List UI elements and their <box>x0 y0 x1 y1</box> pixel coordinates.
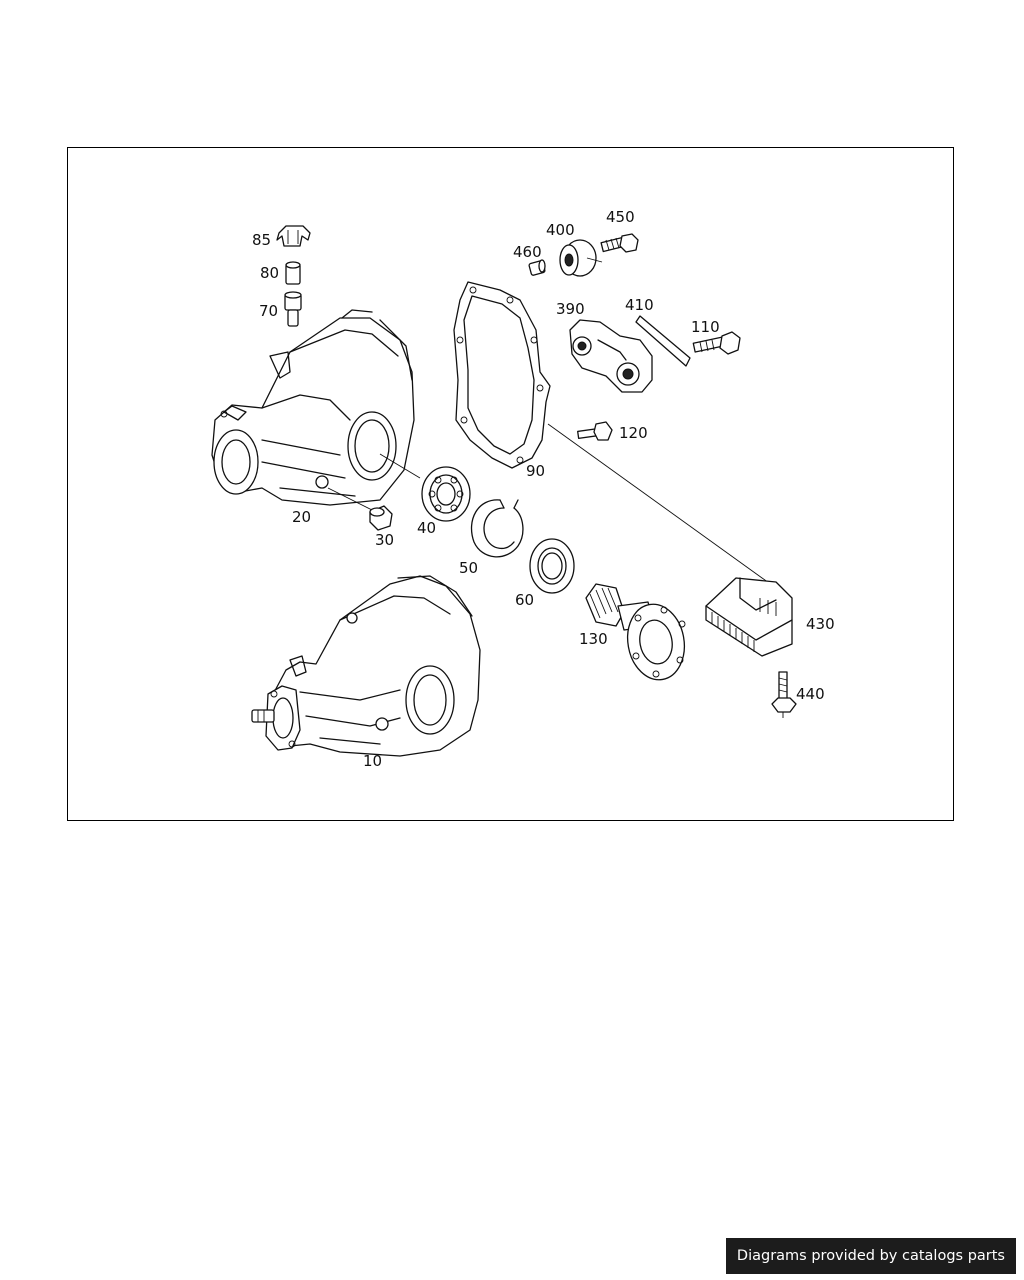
part-430-damper[interactable] <box>705 577 793 657</box>
part-60-shaft-seal[interactable] <box>529 538 575 594</box>
diagram-frame <box>67 147 954 821</box>
part-10-axle-assembly[interactable] <box>251 575 481 757</box>
part-110-bolt[interactable] <box>692 331 741 355</box>
label-80: 80 <box>260 264 279 282</box>
label-460: 460 <box>513 243 542 261</box>
part-120-bolt[interactable] <box>577 421 613 441</box>
footer-credit: Diagrams provided by catalogs parts <box>725 1238 1016 1274</box>
label-60: 60 <box>515 591 534 609</box>
label-50: 50 <box>459 559 478 577</box>
label-400: 400 <box>546 221 575 239</box>
part-410-strip[interactable] <box>635 315 691 367</box>
part-90-cover[interactable] <box>453 281 551 469</box>
part-400-bush[interactable] <box>559 239 597 277</box>
label-430: 430 <box>806 615 835 633</box>
part-30-plug[interactable] <box>369 505 393 531</box>
label-10: 10 <box>363 752 382 770</box>
label-110: 110 <box>691 318 720 336</box>
part-440-screw[interactable] <box>771 671 797 718</box>
label-130: 130 <box>579 630 608 648</box>
label-390: 390 <box>556 300 585 318</box>
part-50-snap-ring[interactable] <box>470 499 524 558</box>
label-90: 90 <box>526 462 545 480</box>
label-30: 30 <box>375 531 394 549</box>
label-120: 120 <box>619 424 648 442</box>
part-130-flange[interactable] <box>585 583 690 684</box>
part-460-sleeve[interactable] <box>528 259 546 276</box>
label-20: 20 <box>292 508 311 526</box>
label-410: 410 <box>625 296 654 314</box>
part-85-clip[interactable] <box>276 225 311 247</box>
label-70: 70 <box>259 302 278 320</box>
label-40: 40 <box>417 519 436 537</box>
label-450: 450 <box>606 208 635 226</box>
part-40-bearing[interactable] <box>421 466 471 522</box>
part-70-breather[interactable] <box>284 291 302 327</box>
part-450-bolt[interactable] <box>600 233 639 253</box>
part-390-bracket[interactable] <box>569 319 653 393</box>
part-80-sleeve[interactable] <box>285 261 301 285</box>
label-440: 440 <box>796 685 825 703</box>
part-20-housing[interactable] <box>211 309 415 506</box>
label-85: 85 <box>252 231 271 249</box>
